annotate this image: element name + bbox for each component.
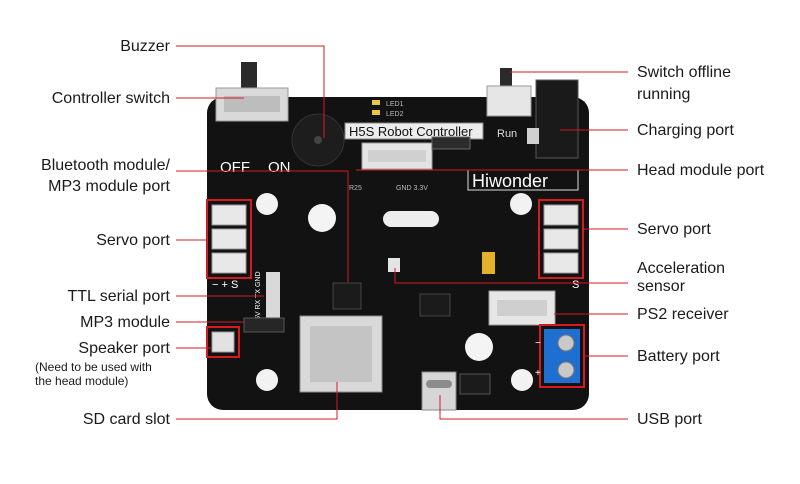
servo-connector-left-2 [211,228,247,250]
round-component-1 [308,204,336,232]
yellow-capacitor [482,252,495,274]
leader-buzzer [176,45,325,138]
leader-usb [439,395,628,420]
servo-port-left-highlight [206,199,252,279]
label-charging-port: Charging port [637,122,734,139]
mp3-module-pads [243,317,285,333]
usb-port-opening [426,380,452,388]
label-mp3-module: MP3 module [80,314,170,331]
label-sd-card-slot: SD card slot [82,411,170,428]
board-title-box [344,122,484,140]
leader-accel [394,268,628,284]
label-speaker-port: Speaker port [78,340,170,357]
servo-connector-left-3 [211,252,247,274]
label-speaker-note-2: the head module) [35,374,129,388]
battery-minus-text: − [535,338,541,349]
round-component-2 [465,333,493,361]
led1-part [372,100,380,105]
label-speaker-note-1: (Need to be used with [35,360,152,374]
label-servo-port-right: Servo port [637,221,711,238]
label-ps2-receiver: PS2 receiver [637,306,729,323]
ps2-receiver-inner [497,300,547,316]
leader-lines [176,45,628,420]
leader-bluetooth [176,170,349,282]
label-bluetooth-line1: Bluetooth module/ [41,157,170,174]
servo-connector-right-2 [543,228,579,250]
controller-switch-slot [224,96,280,112]
mounting-hole-1 [256,193,278,215]
battery-plus-text: + [535,368,541,379]
usb-side-chip [459,373,491,395]
battery-screw-1 [557,334,575,352]
mcu-chip-1 [332,282,362,310]
run-switch-knob [500,68,512,88]
on-text: ON [268,159,291,176]
label-switch-offline-2: running [637,86,691,103]
mounting-hole-3 [256,369,278,391]
board-title: H5S Robot Controller [349,124,473,139]
servo-port-right-highlight [538,199,584,279]
servo-sign-right: S [572,279,579,291]
ttl-pin-header [266,272,280,324]
run-text: Run [497,128,517,140]
label-accel-1: Acceleration [637,260,726,277]
label-battery-port: Battery port [637,348,720,365]
label-servo-port-left: Servo port [96,232,170,249]
servo-sign-left: − + S [212,279,238,291]
label-bluetooth-line2: MP3 module port [48,178,170,195]
buzzer-center [314,136,322,144]
label-ttl-serial-port: TTL serial port [67,288,170,305]
charging-port-part [535,79,579,159]
servo-connector-right-1 [543,204,579,226]
label-head-module-port: Head module port [637,162,765,179]
off-text: OFF [220,159,250,176]
label-switch-offline-1: Switch offline [637,64,731,81]
battery-screw-2 [557,361,575,379]
brand-text: Hiwonder [472,171,548,191]
label-controller-switch: Controller switch [51,90,170,107]
speaker-port-highlight [206,326,240,358]
leader-sd [176,382,338,420]
usb-port-part [421,371,457,411]
mounting-hole-2 [510,193,532,215]
sd-card-slot-inner [310,326,372,382]
led2-text: LED2 [386,111,404,118]
label-accel-2: sensor [637,278,686,295]
label-buzzer: Buzzer [120,38,170,55]
gnd-3v3-text: GND 3.3V [396,185,428,192]
charging-port-pin [527,128,539,144]
mcu-chip-2 [419,293,451,317]
crystal-oscillator [383,211,439,227]
mounting-hole-4 [511,369,533,391]
label-usb-port: USB port [637,411,702,428]
header-pins [431,136,471,150]
speaker-connector [211,331,235,353]
servo-connector-right-3 [543,252,579,274]
head-module-connector-inner [368,150,426,162]
servo-connector-left-1 [211,204,247,226]
controller-switch-knob [241,62,257,92]
r25-text: R25 [349,185,362,192]
led2-part [372,110,380,115]
led1-text: LED1 [386,101,404,108]
acceleration-sensor-chip [388,258,400,272]
run-switch-body [486,85,532,117]
